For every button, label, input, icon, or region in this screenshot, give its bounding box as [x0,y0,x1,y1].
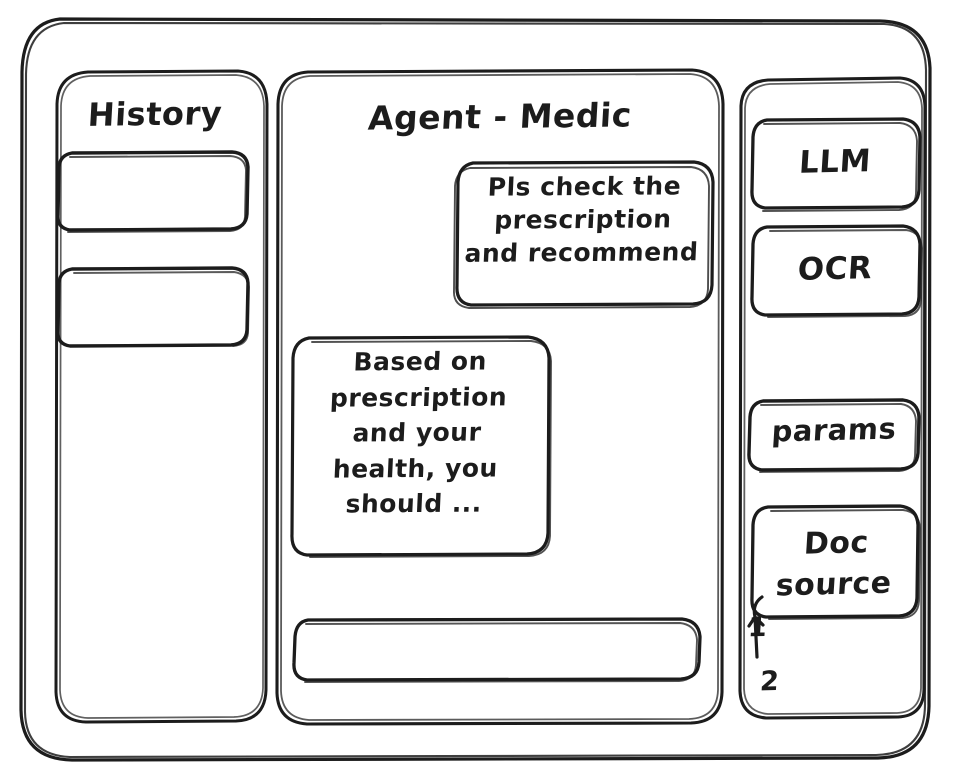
history-item-1[interactable] [58,152,248,230]
message-input[interactable] [293,619,700,682]
doc-source-item-1[interactable]: 1 [747,611,769,644]
history-item-2[interactable] [58,268,248,346]
tool-card-ocr-label: OCR [796,250,874,288]
tool-card-llm-label: LLM [797,143,873,181]
user-message-text: Pls check the prescription and recommend [463,171,700,268]
assistant-message-text: Based on prescription and your health, y… [329,346,508,519]
tool-card-doc-source-label: Doc source [774,525,893,603]
tool-card-params-label: params [770,411,898,449]
doc-source-item-2[interactable]: 2 [759,665,781,698]
